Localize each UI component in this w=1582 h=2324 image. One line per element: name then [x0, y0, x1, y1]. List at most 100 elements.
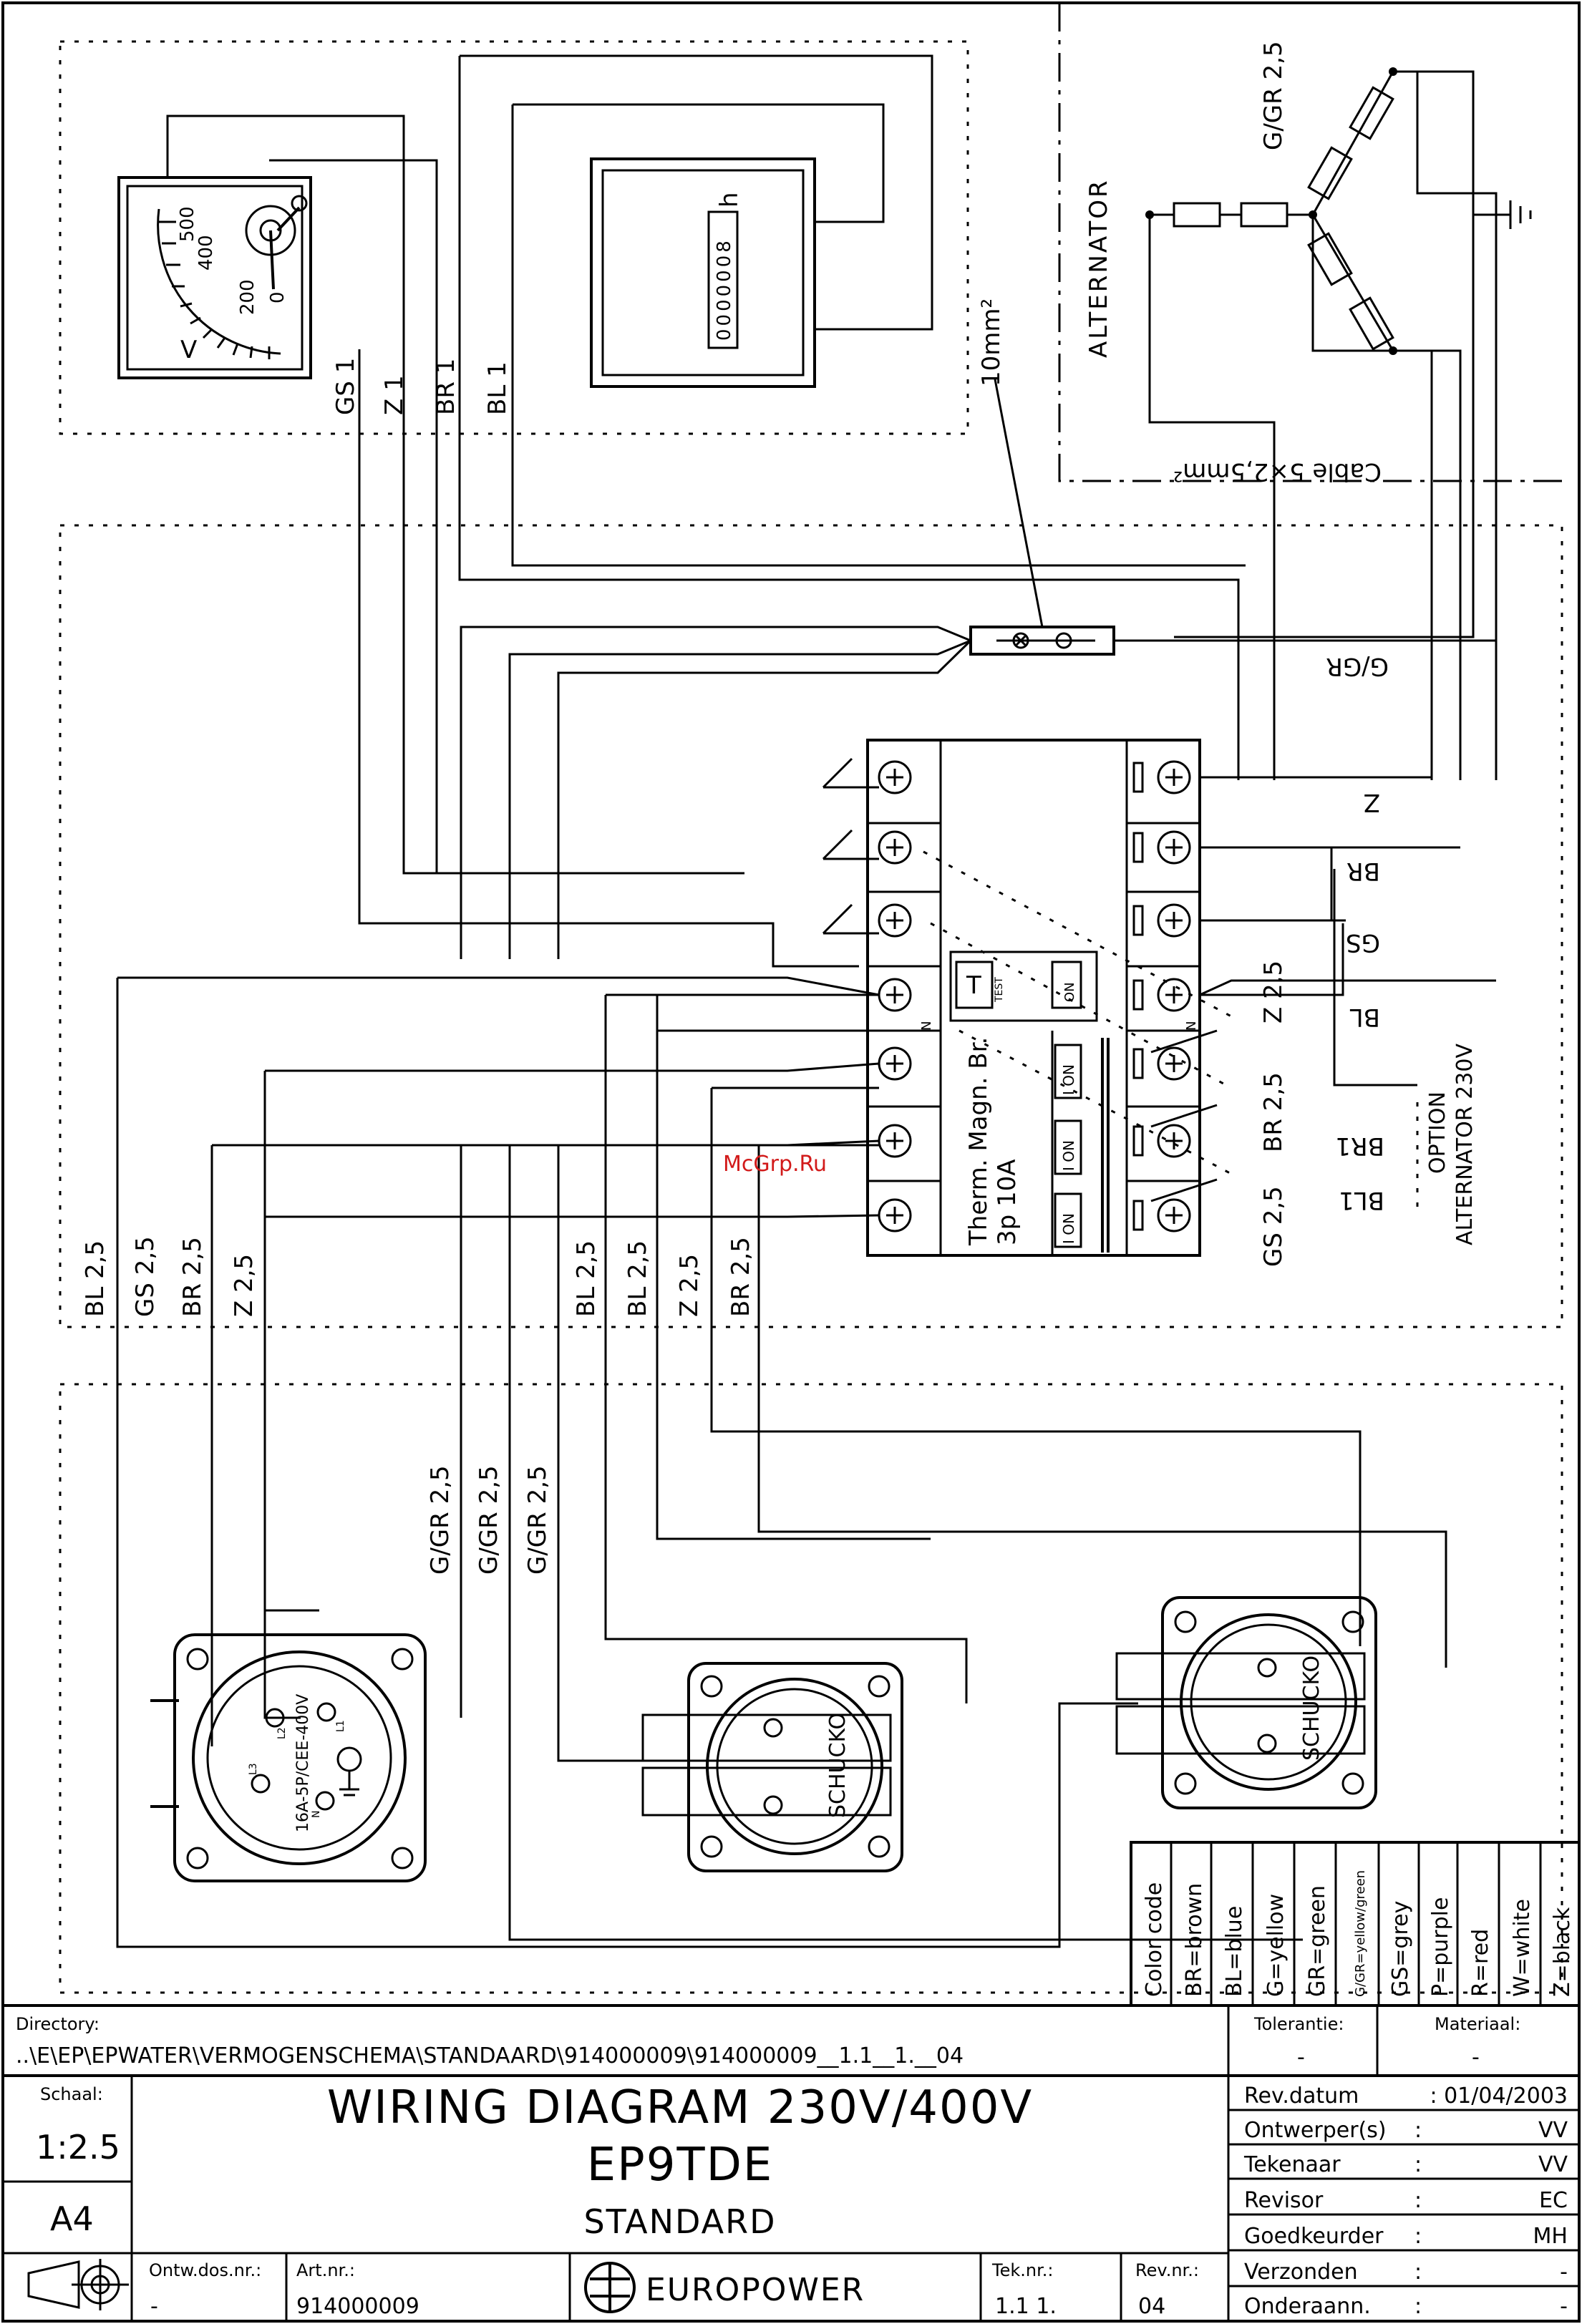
pole-3-on: I ON — [1060, 1213, 1077, 1244]
cee-rating: 16A-5P/CEE-400V — [294, 1694, 312, 1832]
color-code-1: BL=blue — [1222, 1906, 1247, 1997]
scale-value: 1:2.5 — [36, 2128, 120, 2167]
earth-wiring — [460, 626, 1496, 959]
ground-wire-label: G/GR — [1326, 652, 1389, 681]
color-code-6: P=purple — [1428, 1897, 1453, 1997]
alternator-label: ALTERNATOR — [1084, 178, 1113, 358]
neutral-mark-left: N — [919, 1021, 934, 1031]
directory-path: ..\E\EP\EPWATER\VERMOGENSCHEMA\STANDAARD… — [16, 2043, 964, 2068]
ground-wire-2: G/GR 2,5 — [475, 1465, 503, 1575]
meter-panel-region — [59, 40, 969, 435]
row-value-0: : 01/04/2003 — [1430, 2084, 1568, 2109]
schuko-2-label: SCHUCKO — [1299, 1656, 1324, 1761]
title-line-1: WIRING DIAGRAM 230V/400V — [327, 2081, 1033, 2134]
breaker-name: Therm. Magn. Br. — [964, 1037, 993, 1246]
right-label-bl: BL — [1350, 1003, 1380, 1031]
socket-panel-region — [59, 1383, 1563, 1994]
europower-logo-icon — [584, 2262, 636, 2313]
pole-2-on: I ON — [1060, 1140, 1077, 1171]
control-panel-region — [59, 524, 1563, 1328]
option-subtitle: ALTERNATOR 230V — [1452, 1044, 1477, 1245]
earth-bar-size: 10mm² — [977, 298, 1006, 386]
title-line-3: STANDARD — [583, 2202, 776, 2241]
svg-text::: : — [1414, 2294, 1422, 2319]
alternator-boundary — [1058, 3, 1568, 482]
hour-meter-unit: h — [715, 192, 744, 208]
row-label-3: Revisor — [1244, 2188, 1324, 2213]
right-label-gs: GS — [1346, 928, 1380, 957]
alternator-ground-cable: G/GR 2,5 — [1259, 41, 1288, 150]
terminal-forks — [822, 757, 1218, 1202]
color-code-title: Color code — [1142, 1882, 1167, 1997]
scale-label: Schaal: — [40, 2084, 103, 2104]
tolerance-value: - — [1297, 2045, 1305, 2070]
row-label-0: Rev.datum — [1244, 2084, 1359, 2109]
right-side-wiring — [1199, 776, 1496, 1086]
right-label-z: Z — [1364, 788, 1380, 817]
pole-1-on: I ON — [1060, 1064, 1077, 1095]
color-code-9: Z=black — [1550, 1907, 1575, 1997]
row-value-4: MH — [1533, 2224, 1568, 2249]
option-wire-br1: BR1 — [1335, 1132, 1384, 1160]
title-block: Directory: ..\E\EP\EPWATER\VERMOGENSCHEM… — [3, 2004, 1579, 2321]
row-value-2: VV — [1538, 2152, 1568, 2177]
option-title: OPTION — [1425, 1091, 1450, 1174]
svg-text::: : — [1414, 2188, 1422, 2213]
schuko-socket-1: SCHUCKO — [641, 1662, 903, 1872]
voltmeter-scale-0: 0 — [267, 291, 288, 303]
svg-text::: : — [1414, 2224, 1422, 2249]
tek-label: Tek.nr.: — [991, 2260, 1053, 2280]
meter-wiring — [166, 54, 1246, 968]
material-label: Materiaal: — [1435, 2014, 1520, 2034]
switch-on-label: ON — [1062, 982, 1077, 1002]
wire-label-br1: BR 1 — [432, 359, 460, 415]
svg-text::: : — [1414, 2260, 1422, 2285]
color-code-7: R=red — [1468, 1929, 1493, 1997]
mid-bundle-br: BR 2,5 — [727, 1237, 755, 1317]
left-bundle-br: BR 2,5 — [178, 1237, 207, 1317]
color-code-2: G=yellow — [1263, 1894, 1289, 1997]
art-value: 914000009 — [296, 2294, 419, 2319]
test-small-label: TEST — [994, 977, 1005, 1003]
cee-pin-n: N — [311, 1811, 322, 1818]
svg-text::: : — [1414, 2152, 1422, 2177]
voltmeter-unit: V — [180, 336, 197, 364]
breaker-out-z: Z 2,5 — [1259, 961, 1288, 1024]
option-wire-bl1: BL1 — [1339, 1186, 1384, 1215]
row-value-3: EC — [1539, 2188, 1568, 2213]
voltmeter-scale-400: 400 — [195, 235, 217, 271]
mid-bundle-bl-2: BL 2,5 — [623, 1240, 652, 1317]
terminal-block: T TEST ON N N I ON I ON I ON Therm. Magn… — [866, 739, 1232, 1257]
color-code-8: W=white — [1510, 1899, 1535, 1997]
color-code-4: G/GR=yellow/green — [1353, 1870, 1368, 1997]
material-value: - — [1472, 2045, 1480, 2070]
paper-size: A4 — [50, 2199, 94, 2238]
row-value-5: - — [1560, 2260, 1568, 2285]
watermark: McGrp.Ru — [723, 1152, 827, 1177]
hour-meter-reading: 0000008 — [714, 238, 735, 341]
test-button-label: T — [966, 971, 981, 1000]
color-code-0: BR=brown — [1182, 1883, 1207, 1997]
breaker-out-gs: GS 2,5 — [1259, 1186, 1288, 1267]
tek-value: 1.1 1. — [995, 2294, 1057, 2319]
cee-socket: 16A-5P/CEE-400V L1 L2 L3 N — [150, 1633, 427, 1882]
row-label-5: Verzonden — [1244, 2260, 1358, 2285]
rev-label: Rev.nr.: — [1135, 2260, 1199, 2280]
alternator-windings — [1148, 70, 1532, 780]
row-label-6: Onderaann. — [1244, 2294, 1371, 2319]
hour-meter: 0000008 h — [590, 157, 816, 388]
mid-bundle-bl-1: BL 2,5 — [572, 1240, 601, 1317]
row-label-4: Goedkeurder — [1244, 2224, 1384, 2249]
voltmeter-scale-500: 500 — [177, 206, 198, 242]
svg-text::: : — [1414, 2118, 1422, 2143]
cee-pin-l3: L3 — [248, 1763, 259, 1775]
left-bundle-z: Z 2,5 — [230, 1254, 258, 1317]
title-line-2: EP9TDE — [587, 2139, 774, 2192]
directory-label: Directory: — [16, 2014, 100, 2034]
art-label: Art.nr.: — [296, 2260, 355, 2280]
wire-label-bl1: BL 1 — [483, 361, 512, 415]
row-label-1: Ontwerper(s) — [1244, 2118, 1387, 2143]
ground-wire-3: G/GR 2,5 — [523, 1465, 552, 1575]
